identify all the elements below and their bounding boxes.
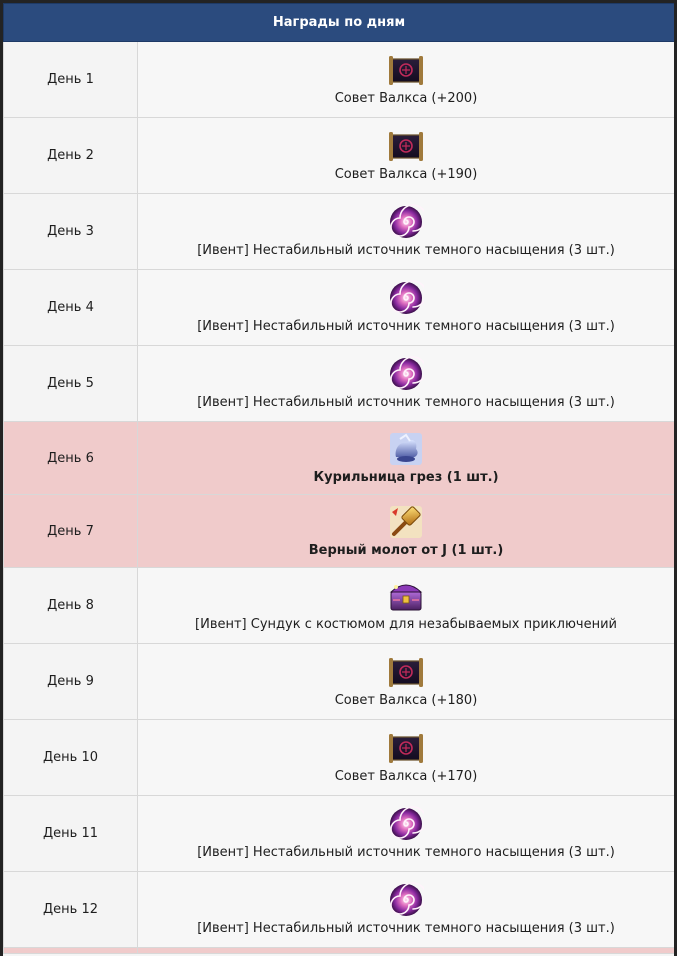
reward-content: Совет Валкса (+200) bbox=[138, 52, 674, 107]
day-label: День 9 bbox=[3, 643, 138, 720]
reward-cell: Верный молот от J (1 шт.) bbox=[136, 494, 674, 568]
reward-content: [Ивент] Нестабильный источник темного на… bbox=[138, 204, 674, 259]
vortex-orb-icon bbox=[388, 204, 424, 240]
reward-cell bbox=[136, 947, 674, 954]
reward-cell: [Ивент] Сундук с костюмом для незабываем… bbox=[136, 567, 674, 644]
vortex-orb-icon bbox=[388, 806, 424, 842]
reward-name: Совет Валкса (+190) bbox=[334, 167, 478, 182]
hammer-icon bbox=[388, 504, 424, 540]
censer-icon bbox=[388, 431, 424, 467]
table-row: День 1 Совет Валкса (+200) bbox=[3, 41, 674, 118]
table-row: День 10 Совет Валкса (+170) bbox=[3, 719, 674, 796]
day-cell bbox=[3, 947, 138, 954]
reward-name: Совет Валкса (+200) bbox=[334, 91, 478, 106]
day-label: День 8 bbox=[3, 567, 138, 644]
reward-content: [Ивент] Нестабильный источник темного на… bbox=[138, 882, 674, 937]
scroll-icon bbox=[388, 730, 424, 766]
table-row: День 7 Верный молот от J (1 шт.) bbox=[3, 494, 674, 568]
day-label: День 6 bbox=[3, 421, 138, 495]
reward-name: Верный молот от J (1 шт.) bbox=[308, 542, 504, 558]
table-row: День 5 [Ивент] Нестабильный источник темн… bbox=[3, 345, 674, 422]
table-row: День 3 [Ивент] Нестабильный источник темн… bbox=[3, 193, 674, 270]
reward-cell: [Ивент] Нестабильный источник темного на… bbox=[136, 345, 674, 422]
table-title: Награды по дням bbox=[3, 3, 674, 42]
day-label: День 7 bbox=[3, 494, 138, 568]
reward-name: [Ивент] Нестабильный источник темного на… bbox=[197, 319, 615, 334]
reward-cell: Курильница грез (1 шт.) bbox=[136, 421, 674, 495]
rewards-frame: Награды по дням День 1 Совет Валкса (+200… bbox=[3, 3, 674, 956]
reward-content: Совет Валкса (+180) bbox=[138, 654, 674, 709]
reward-name: Курильница грез (1 шт.) bbox=[313, 469, 499, 485]
day-label: День 1 bbox=[3, 41, 138, 118]
reward-content: Верный молот от J (1 шт.) bbox=[138, 504, 674, 559]
reward-name: [Ивент] Нестабильный источник темного на… bbox=[197, 845, 615, 860]
reward-name: [Ивент] Сундук с костюмом для незабываем… bbox=[195, 617, 617, 632]
vortex-orb-icon bbox=[388, 356, 424, 392]
vortex-orb-icon bbox=[388, 280, 424, 316]
day-label: День 10 bbox=[3, 719, 138, 796]
day-label: День 12 bbox=[3, 871, 138, 948]
reward-name: [Ивент] Нестабильный источник темного на… bbox=[197, 243, 615, 258]
reward-cell: Совет Валкса (+200) bbox=[136, 41, 674, 118]
reward-content: Совет Валкса (+190) bbox=[138, 128, 674, 183]
rewards-table: Награды по дням День 1 Совет Валкса (+200… bbox=[3, 3, 674, 954]
table-row-partial bbox=[3, 947, 674, 954]
reward-content: Совет Валкса (+170) bbox=[138, 730, 674, 785]
table-row: День 4 [Ивент] Нестабильный источник темн… bbox=[3, 269, 674, 346]
reward-content: [Ивент] Сундук с костюмом для незабываем… bbox=[138, 578, 674, 633]
day-label: День 3 bbox=[3, 193, 138, 270]
table-row: День 11 [Ивент] Нестабильный источник тем… bbox=[3, 795, 674, 872]
reward-cell: [Ивент] Нестабильный источник темного на… bbox=[136, 269, 674, 346]
reward-content: [Ивент] Нестабильный источник темного на… bbox=[138, 356, 674, 411]
table-row: День 2 Совет Валкса (+190) bbox=[3, 117, 674, 194]
reward-cell: [Ивент] Нестабильный источник темного на… bbox=[136, 795, 674, 872]
scroll-icon bbox=[388, 128, 424, 164]
reward-cell: Совет Валкса (+170) bbox=[136, 719, 674, 796]
day-label: День 4 bbox=[3, 269, 138, 346]
day-label: День 5 bbox=[3, 345, 138, 422]
day-label: День 2 bbox=[3, 117, 138, 194]
reward-name: [Ивент] Нестабильный источник темного на… bbox=[197, 395, 615, 410]
reward-name: Совет Валкса (+170) bbox=[334, 769, 478, 784]
table-row: День 6 Курильница грез (1 шт.) bbox=[3, 421, 674, 495]
reward-content: [Ивент] Нестабильный источник темного на… bbox=[138, 806, 674, 861]
chest-icon bbox=[388, 578, 424, 614]
reward-cell: [Ивент] Нестабильный источник темного на… bbox=[136, 193, 674, 270]
reward-name: Совет Валкса (+180) bbox=[334, 693, 478, 708]
scroll-icon bbox=[388, 654, 424, 690]
reward-content: [Ивент] Нестабильный источник темного на… bbox=[138, 280, 674, 335]
reward-name: [Ивент] Нестабильный источник темного на… bbox=[197, 921, 615, 936]
table-row: День 8 [Ивент] Сундук с костюмом для неза… bbox=[3, 567, 674, 644]
day-label: День 11 bbox=[3, 795, 138, 872]
reward-content: Курильница грез (1 шт.) bbox=[138, 431, 674, 486]
table-row: День 12 [Ивент] Нестабильный источник тем… bbox=[3, 871, 674, 948]
reward-cell: Совет Валкса (+190) bbox=[136, 117, 674, 194]
table-row: День 9 Совет Валкса (+180) bbox=[3, 643, 674, 720]
reward-cell: [Ивент] Нестабильный источник темного на… bbox=[136, 871, 674, 948]
vortex-orb-icon bbox=[388, 882, 424, 918]
scroll-icon bbox=[388, 52, 424, 88]
reward-cell: Совет Валкса (+180) bbox=[136, 643, 674, 720]
